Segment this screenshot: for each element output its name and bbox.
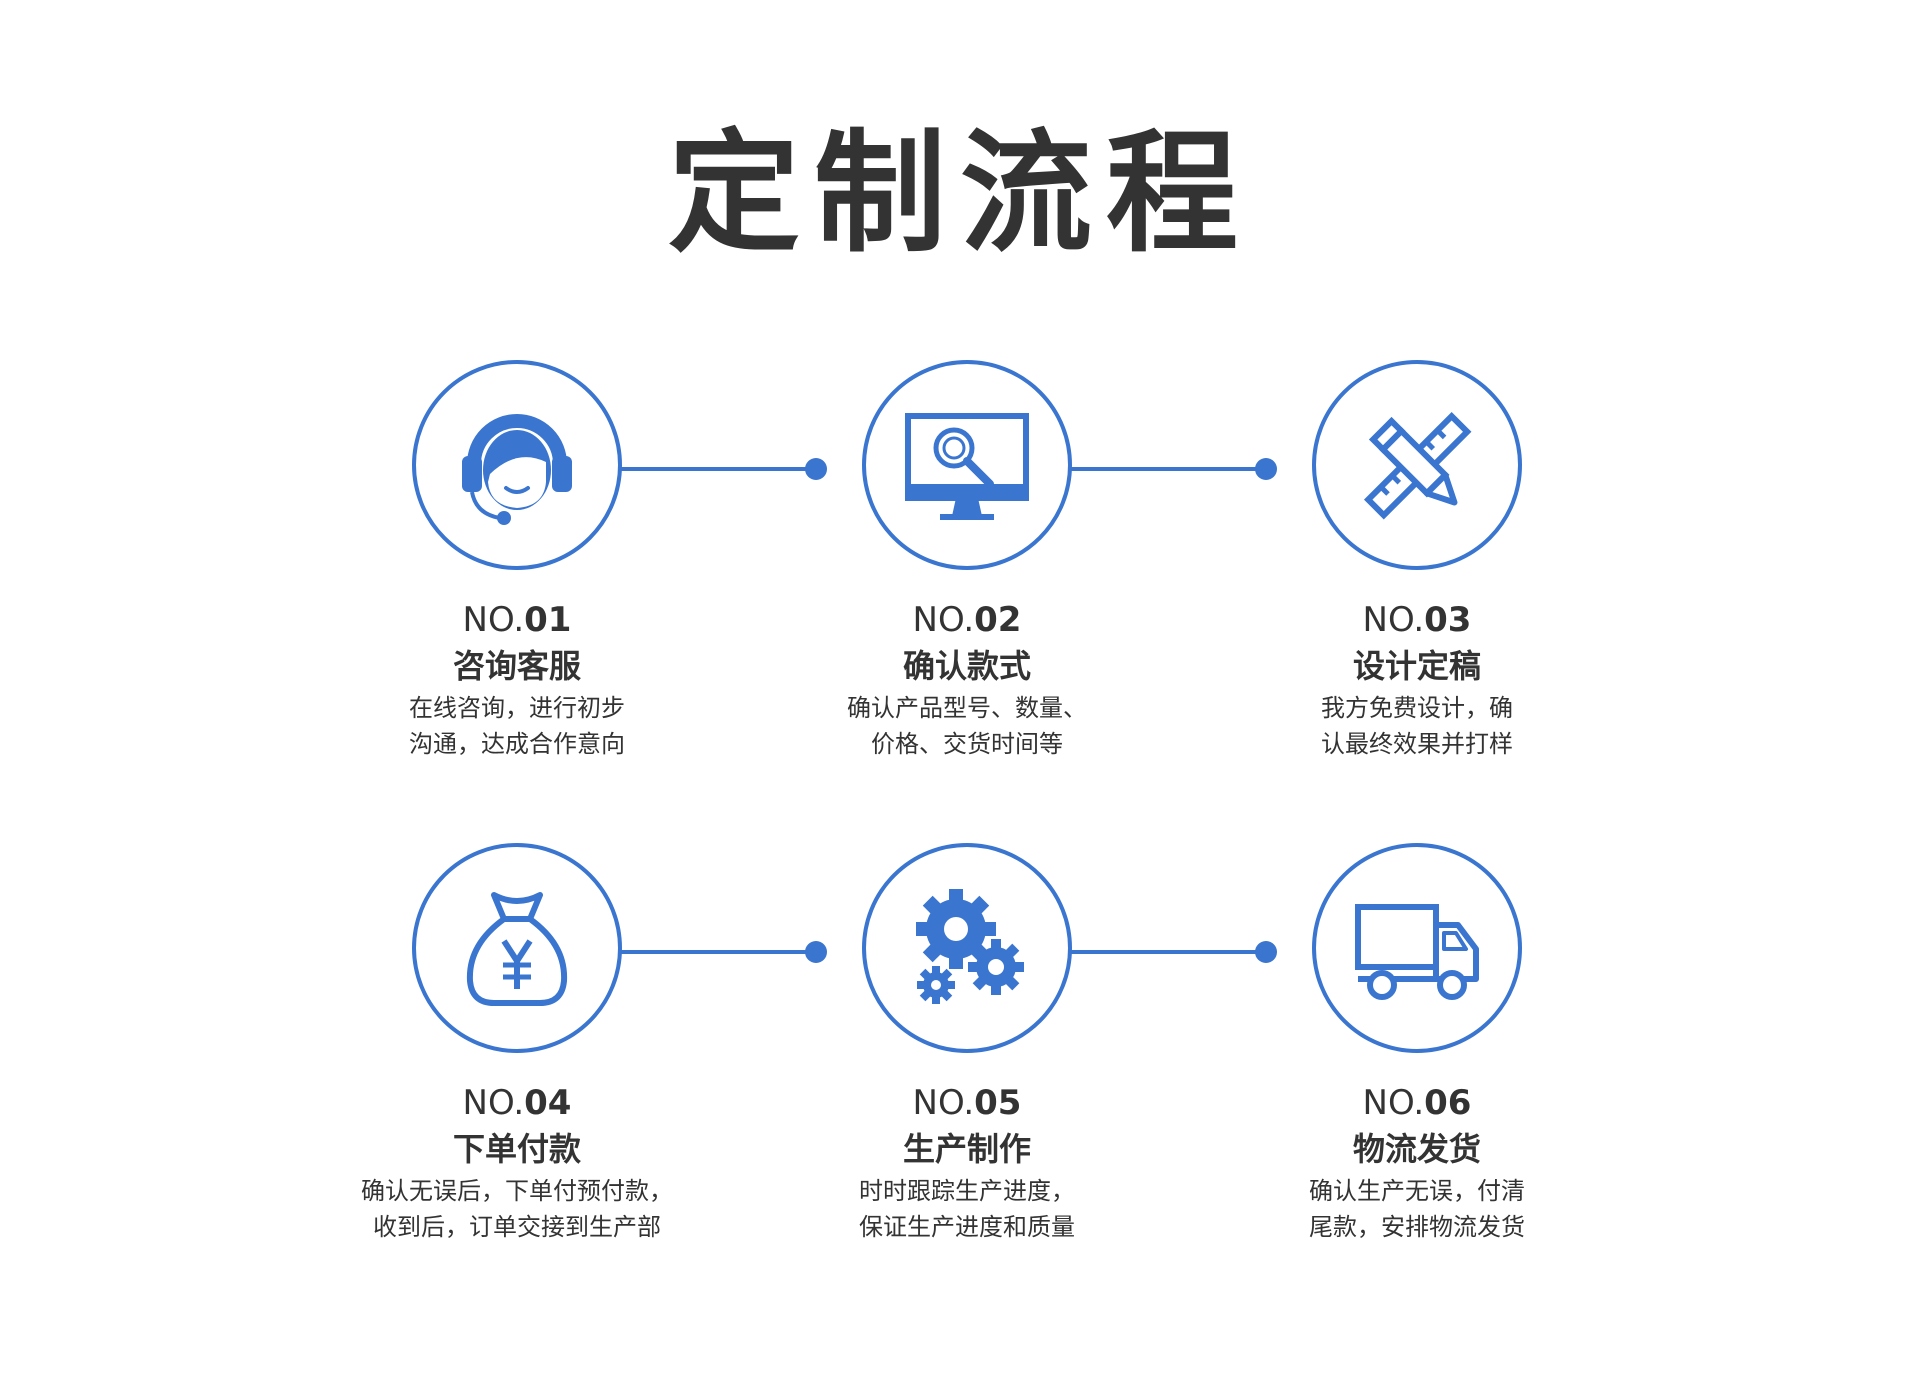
connector-dot-2-3	[1255, 458, 1277, 480]
step-description-line: 认最终效果并打样	[1321, 730, 1513, 758]
step-title: 物流发货	[1352, 1130, 1481, 1168]
connector-line-2-3	[1070, 467, 1266, 471]
gears-icon	[916, 889, 1024, 1004]
connector-dot-4-5	[805, 941, 827, 963]
step-description: 确认生产无误，付清 尾款，安排物流发货	[1207, 1173, 1627, 1245]
step-description-line: 确认产品型号、数量、	[847, 694, 1087, 722]
step-circle	[862, 360, 1072, 570]
step-number-value: 01	[524, 600, 572, 640]
truck-icon	[1355, 904, 1479, 1000]
step-title: 下单付款	[452, 1130, 581, 1168]
step-number-value: 05	[974, 1083, 1022, 1123]
step-description: 时时跟踪生产进度， 保证生产进度和质量	[757, 1173, 1177, 1245]
step-description-line: 在线咨询，进行初步	[409, 694, 625, 722]
step-number-value: 03	[1424, 600, 1472, 640]
step-description-line: 价格、交货时间等	[871, 730, 1063, 758]
step-number: NO.05	[757, 1086, 1177, 1120]
step-number: NO.03	[1207, 603, 1627, 637]
step-number-prefix: NO.	[912, 600, 975, 640]
monitor-search-icon	[905, 413, 1029, 520]
connector-line-1-2	[620, 467, 815, 471]
step-number-value: 04	[524, 1083, 572, 1123]
connector-dot-5-6	[1255, 941, 1277, 963]
step-description-line: 保证生产进度和质量	[859, 1213, 1075, 1241]
headset-agent-icon	[462, 414, 572, 525]
connector-dot-1-2	[805, 458, 827, 480]
step-circle	[412, 360, 622, 570]
step-description: 我方免费设计，确 认最终效果并打样	[1207, 690, 1627, 762]
step-title: 设计定稿	[1352, 647, 1481, 685]
page-title: 定制流程	[668, 117, 1252, 271]
step-number: NO.01	[307, 603, 727, 637]
connector-line-5-6	[1070, 950, 1266, 954]
step-number-prefix: NO.	[462, 1083, 525, 1123]
step-circle	[1312, 360, 1522, 570]
step-description-line: 沟通，达成合作意向	[409, 730, 625, 758]
step-number: NO.02	[757, 603, 1177, 637]
step-description: 确认产品型号、数量、 价格、交货时间等	[757, 690, 1177, 762]
step-description: 确认无误后，下单付预付款， 收到后，订单交接到生产部	[307, 1173, 727, 1245]
connector-line-4-5	[620, 950, 815, 954]
step-description-line: 收到后，订单交接到生产部	[373, 1213, 661, 1241]
step-number-prefix: NO.	[462, 600, 525, 640]
step-circle	[862, 843, 1072, 1053]
step-description: 在线咨询，进行初步 沟通，达成合作意向	[307, 690, 727, 762]
step-number-value: 06	[1424, 1083, 1472, 1123]
step-description-line: 确认生产无误，付清	[1309, 1177, 1525, 1205]
step-description-line: 我方免费设计，确	[1321, 694, 1513, 722]
step-description-line: 确认无误后，下单付预付款，	[361, 1177, 673, 1205]
money-bag-icon	[466, 892, 568, 1006]
step-number-prefix: NO.	[1362, 1083, 1425, 1123]
pencil-ruler-icon	[1363, 411, 1472, 520]
step-number: NO.06	[1207, 1086, 1627, 1120]
step-description-line: 尾款，安排物流发货	[1309, 1213, 1525, 1241]
step-number: NO.04	[307, 1086, 727, 1120]
step-description-line: 时时跟踪生产进度，	[859, 1177, 1075, 1205]
step-title: 生产制作	[902, 1130, 1031, 1168]
step-title: 咨询客服	[452, 647, 581, 685]
step-circle	[412, 843, 622, 1053]
step-number-prefix: NO.	[912, 1083, 975, 1123]
step-number-value: 02	[974, 600, 1022, 640]
step-number-prefix: NO.	[1362, 600, 1425, 640]
step-circle	[1312, 843, 1522, 1053]
step-title: 确认款式	[902, 647, 1031, 685]
